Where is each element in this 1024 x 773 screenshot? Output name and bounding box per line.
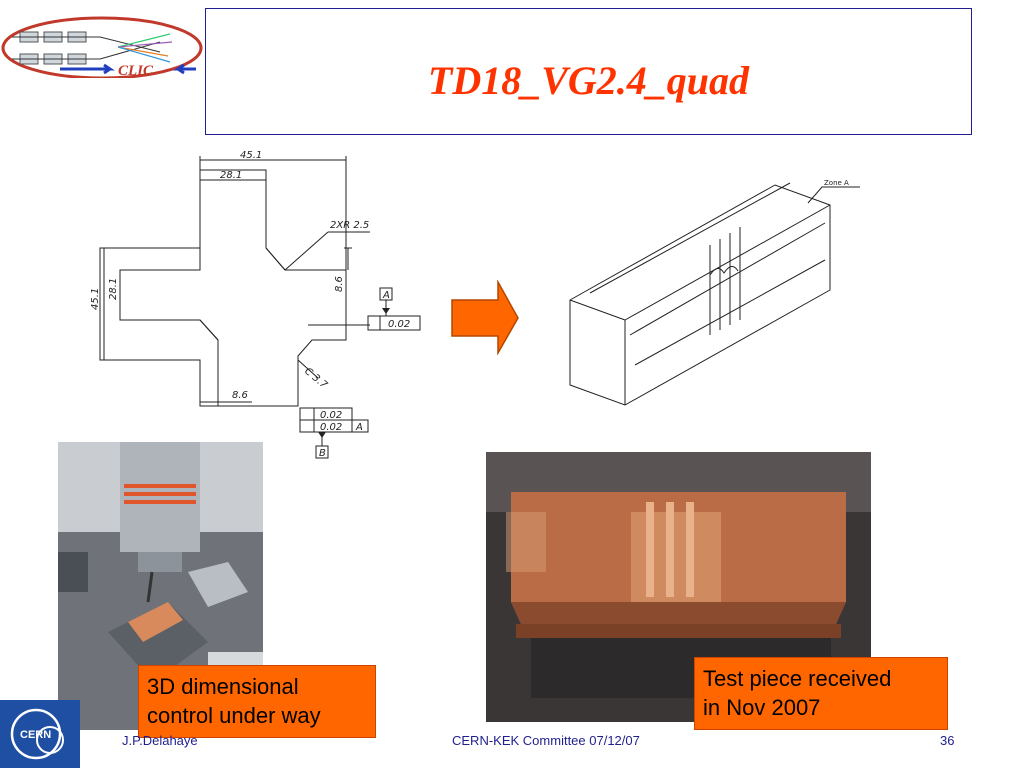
- callout-test-piece-line1: Test piece received: [703, 666, 892, 691]
- perpendicularity-value: 0.02: [320, 422, 342, 433]
- title-box: TD18_VG2.4_quad: [205, 8, 972, 135]
- callout-3d-control-line1: 3D dimensional: [147, 674, 299, 699]
- isometric-drawing: Zone A: [560, 175, 870, 410]
- cern-logo: CERN: [0, 700, 80, 768]
- right-arrow-icon: [450, 279, 520, 356]
- callout-test-piece: Test piece received in Nov 2007: [694, 657, 948, 730]
- flatness-value: 0.02: [388, 319, 410, 330]
- footer-page-number: 36: [940, 733, 955, 748]
- test-piece-photo: [486, 452, 871, 722]
- zone-label: Zone A: [824, 179, 849, 187]
- flatness-value-2: 0.02: [320, 410, 342, 421]
- cern-logo-text: CERN: [20, 729, 51, 741]
- technical-drawing: 45.1 28.1 2XR 2.5 45.1 28.1 8.6 8.6 C 3.…: [80, 150, 440, 462]
- clic-logo: CLIC: [0, 12, 205, 80]
- callout-3d-control: 3D dimensional control under way: [138, 665, 376, 738]
- logo-text: CLIC: [118, 63, 154, 78]
- perpendicularity-ref: A: [355, 422, 363, 433]
- dim-8-6-right: 8.6: [334, 276, 345, 292]
- dim-45-1-side: 45.1: [90, 288, 101, 310]
- dim-28-1-side: 28.1: [108, 278, 119, 300]
- chamfer-note: C 3.7: [302, 366, 330, 392]
- dim-28-1-top: 28.1: [220, 170, 242, 181]
- datum-b: B: [319, 448, 326, 459]
- dim-8-6-bottom: 8.6: [232, 390, 248, 401]
- datum-a: A: [382, 290, 390, 301]
- footer-author: J.P.Delahaye: [122, 733, 198, 748]
- slide-title: TD18_VG2.4_quad: [427, 58, 750, 103]
- radius-note: 2XR 2.5: [330, 220, 369, 231]
- callout-test-piece-line2: in Nov 2007: [703, 695, 821, 720]
- callout-3d-control-line2: control under way: [147, 703, 321, 728]
- dim-45-1-top: 45.1: [240, 150, 262, 161]
- footer-event: CERN-KEK Committee 07/12/07: [452, 733, 640, 748]
